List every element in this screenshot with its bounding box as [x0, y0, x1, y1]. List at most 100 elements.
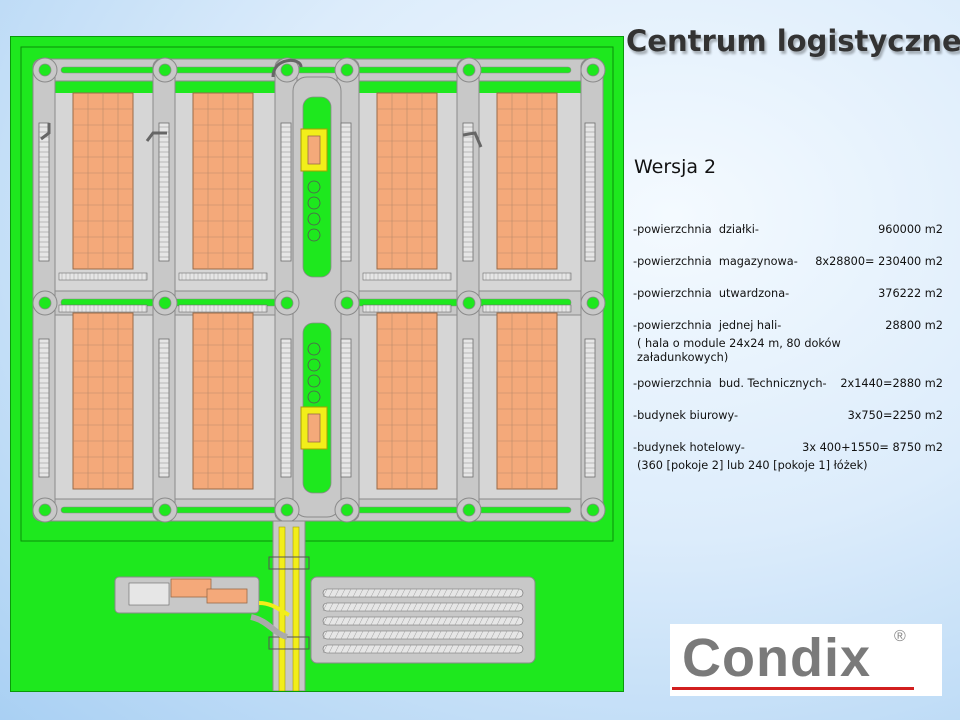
spec-row-paved-area: -powierzchnia utwardzona- 376222 m2 [633, 287, 943, 301]
parking-stripe [400, 630, 406, 640]
parking-stripe [358, 588, 364, 598]
parking-stripe [412, 616, 418, 626]
parking-stripe [436, 616, 442, 626]
parking-stripe [490, 630, 496, 640]
parking-stripe [388, 602, 394, 612]
parking-stripe [328, 630, 334, 640]
gate [268, 636, 310, 650]
parking-stripe [340, 588, 346, 598]
car-parking-row [58, 272, 148, 281]
parking-stripe [424, 644, 430, 654]
parking-stripe [448, 616, 454, 626]
parking-stripe [436, 644, 442, 654]
logo-wordmark: Condix [682, 628, 871, 688]
car-parking-row [482, 304, 572, 313]
parking-stripe [412, 630, 418, 640]
logo-underline [672, 687, 914, 690]
spec-value: 28800 m2 [885, 319, 943, 332]
parking-stripe [346, 588, 352, 598]
parking-stripe [376, 588, 382, 598]
parking-stripe [370, 630, 376, 640]
parking-stripe [424, 630, 430, 640]
roundabout-island [280, 503, 294, 517]
spec-label: -powierzchnia bud. Technicznych- [633, 377, 827, 390]
parking-stripe [496, 616, 502, 626]
parking-stripe [430, 630, 436, 640]
parking-stripe [502, 644, 508, 654]
parking-stripe [466, 616, 472, 626]
parking-stripe [370, 644, 376, 654]
parking-stripe [340, 644, 346, 654]
parking-stripe [436, 630, 442, 640]
parking-stripe [322, 616, 328, 626]
parking-stripe [472, 616, 478, 626]
roundabout-island [158, 63, 172, 77]
tree [307, 228, 321, 242]
connector-road [250, 614, 289, 640]
parking-stripe [472, 602, 478, 612]
parking-stripe [478, 630, 484, 640]
parking-stripe [454, 630, 460, 640]
parking-stripe [478, 616, 484, 626]
parking-stripe [382, 588, 388, 598]
parking-stripe [454, 644, 460, 654]
parking-stripe [508, 630, 514, 640]
tree [307, 374, 321, 388]
parking-stripe [328, 616, 334, 626]
parking-stripe [322, 630, 328, 640]
parking-stripe [394, 644, 400, 654]
parking-stripe [394, 588, 400, 598]
spec-label: -budynek biurowy- [633, 409, 739, 422]
parking-stripe [448, 602, 454, 612]
spec-label: -powierzchnia jednej hali- [633, 319, 782, 332]
hotel-building [206, 588, 248, 604]
site-plan-drawing [20, 46, 614, 691]
parking-stripe [388, 644, 394, 654]
spec-value: 8x28800= 230400 m2 [815, 255, 943, 268]
road-median [60, 66, 572, 74]
spec-label: -powierzchnia magazynowa- [633, 255, 798, 268]
parking-stripe [436, 588, 442, 598]
parking-stripe [394, 602, 400, 612]
parking-stripe [424, 588, 430, 598]
parking-stripe [394, 616, 400, 626]
car-parking-row [58, 304, 148, 313]
access-road [272, 520, 306, 691]
tree [307, 390, 321, 404]
spec-label: -budynek hotelowy- [633, 441, 745, 454]
parking-stripe [502, 602, 508, 612]
car-parking-row [178, 304, 268, 313]
connector-road [258, 601, 290, 617]
parking-stripe [502, 616, 508, 626]
parking-stripe [478, 644, 484, 654]
parking-stripe [508, 616, 514, 626]
parking-stripe [352, 616, 358, 626]
parking-stripe [496, 630, 502, 640]
roundabout-island [38, 63, 52, 77]
parking-stripe [364, 644, 370, 654]
parking-stripe [514, 630, 520, 640]
roundabout-island [340, 63, 354, 77]
parking-stripe [334, 616, 340, 626]
parking-stripe [448, 644, 454, 654]
parking-stripe [406, 588, 412, 598]
parking-stripe [364, 588, 370, 598]
parking-stripe [334, 644, 340, 654]
spec-label: -powierzchnia utwardzona- [633, 287, 790, 300]
parking-stripe [430, 616, 436, 626]
parking-stripe [508, 602, 514, 612]
parking-stripe [358, 630, 364, 640]
parking-stripe [346, 630, 352, 640]
spec-value: 2x1440=2880 m2 [840, 377, 943, 390]
parking-stripe [400, 588, 406, 598]
parking-stripe [442, 644, 448, 654]
parking-stripe [484, 588, 490, 598]
company-logo: Condix ® [670, 624, 942, 696]
parking-stripe [472, 588, 478, 598]
technical-building-core [307, 135, 321, 165]
roundabout-island [158, 503, 172, 517]
turn-hook [40, 123, 51, 141]
parking-stripe [430, 602, 436, 612]
roundabout-island [280, 63, 294, 77]
parking-stripe [442, 630, 448, 640]
